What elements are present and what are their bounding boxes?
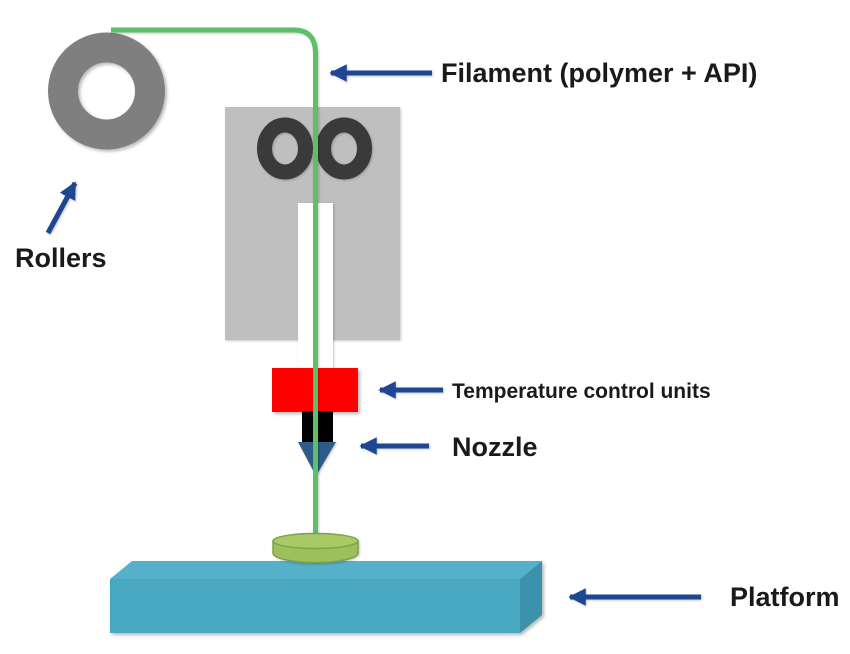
- nozzle-label: Nozzle: [452, 432, 538, 462]
- deposited-material: [272, 532, 359, 564]
- filament-line: [111, 27, 318, 545]
- platform-label: Platform: [730, 582, 840, 612]
- rollers-arrow-icon: [45, 181, 78, 235]
- platform-side-face: [520, 561, 542, 633]
- drive-roller-right: [316, 117, 372, 180]
- temperature-label: Temperature control units: [452, 380, 711, 403]
- build-platform: [110, 561, 542, 633]
- rollers-label: Rollers: [15, 243, 107, 273]
- annotation-arrows: [45, 64, 701, 606]
- platform-top-face: [110, 561, 542, 579]
- deposit-top: [272, 532, 359, 550]
- drive-roller-left: [257, 117, 313, 180]
- filament-label: Filament (polymer + API): [441, 58, 758, 88]
- platform-front-face: [110, 579, 520, 633]
- filament-spool: [48, 32, 165, 150]
